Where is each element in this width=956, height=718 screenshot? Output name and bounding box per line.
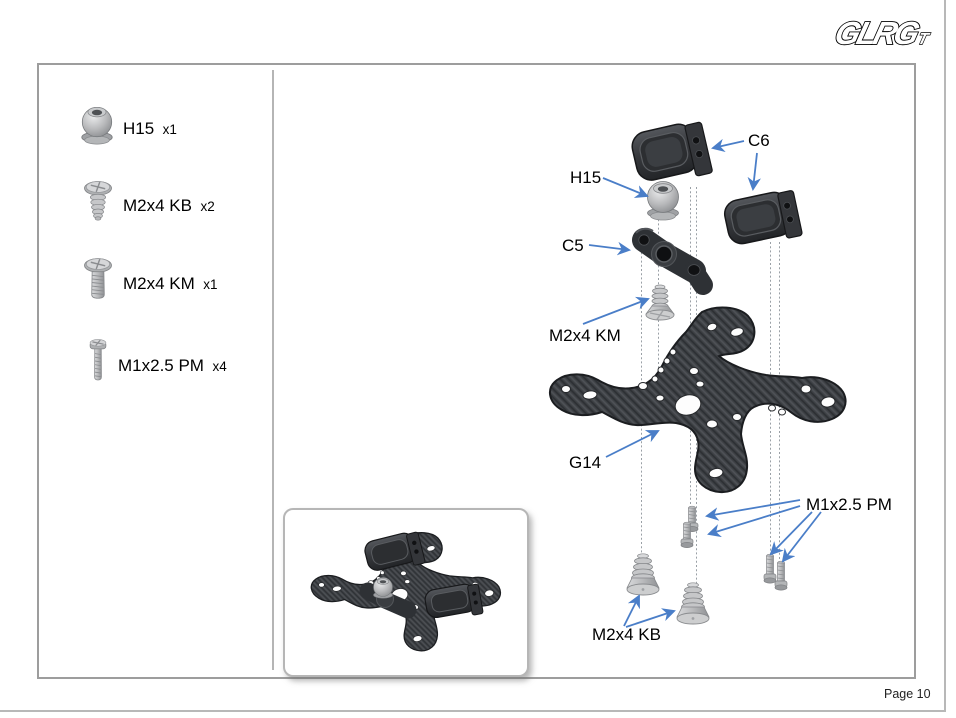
part-qty: x4 <box>212 359 227 374</box>
part-m1x25pm-screw-3 <box>763 553 777 584</box>
assembled-preview-frame <box>283 508 529 677</box>
assembled-preview-image <box>310 531 502 652</box>
parts-list-item-h15: H15 x1 <box>78 99 177 147</box>
arrow-c5 <box>588 241 632 256</box>
arrow-m2x4km <box>582 296 650 325</box>
label-m2x4kb: M2x4 KB <box>592 625 661 644</box>
part-name: M1x2.5 PM <box>118 356 204 375</box>
parts-list-item-m2x4km: M2x4 KM x1 <box>80 253 218 303</box>
panel-divider <box>272 70 274 670</box>
page-number: Page 10 <box>884 687 931 701</box>
part-g14-plate <box>549 306 847 494</box>
part-qty: x1 <box>203 277 218 292</box>
part-h15-ball-stud <box>647 181 679 221</box>
part-c5-arm <box>632 227 713 295</box>
part-qty: x2 <box>200 199 215 214</box>
countersunk-machine-screw-icon <box>84 258 112 299</box>
countersunk-tapping-screw-icon <box>84 181 112 221</box>
arrow-pm-1 <box>705 499 801 521</box>
arrow-h15 <box>602 177 649 198</box>
part-m2x4kb-screw-2 <box>676 582 710 625</box>
ball-stud-icon <box>81 106 113 145</box>
label-m1x25pm: M1x2.5 PM <box>806 495 892 514</box>
part-m2x4kb-screw-1 <box>626 553 660 596</box>
label-m2x4km: M2x4 KM <box>549 326 621 345</box>
part-m1x25pm-screw-2 <box>680 521 694 548</box>
page-edge-right <box>944 0 946 712</box>
arrow-g14 <box>605 430 660 458</box>
label-h15: H15 <box>570 168 601 187</box>
arrow-pm-4 <box>781 511 822 563</box>
label-c6: C6 <box>748 131 770 150</box>
exploded-diagram: C6 H15 C5 M2x4 KM G14 M1x2.5 PM M2x4 KB <box>549 121 892 644</box>
arrow-kb-1 <box>623 594 640 627</box>
part-m2x4km-screw <box>645 284 675 321</box>
part-c6-right-mount <box>723 190 803 245</box>
callout-labels: C6 H15 C5 M2x4 KM G14 M1x2.5 PM M2x4 KB <box>549 131 892 644</box>
part-c6-top-mount <box>631 121 713 181</box>
part-qty: x1 <box>162 122 177 137</box>
label-c5: C5 <box>562 236 584 255</box>
arrow-c6-to-right-mount <box>747 152 761 192</box>
page-edge-bottom <box>0 710 946 712</box>
arrow-c6-to-top-mount <box>711 138 745 153</box>
glrgt-logo: GLRG T <box>830 15 933 52</box>
arrow-pm-2 <box>707 505 801 538</box>
part-name: M2x4 KB <box>123 196 192 215</box>
callout-arrows <box>582 138 822 628</box>
part-m1x25pm-screw-4 <box>774 560 788 591</box>
logo-suffix: T <box>916 30 932 48</box>
pan-head-screw-icon <box>89 339 107 381</box>
logo-text: GLRG <box>831 15 923 50</box>
arrow-pm-3 <box>769 511 813 556</box>
parts-list-item-m1x25pm: M1x2.5 PM x4 <box>85 337 227 383</box>
part-name: H15 <box>123 119 155 138</box>
part-name: M2x4 KM <box>123 274 195 293</box>
parts-list-item-m2x4kb: M2x4 KB x2 <box>80 176 215 224</box>
arrow-kb-2 <box>625 608 676 628</box>
label-g14: G14 <box>569 453 601 472</box>
